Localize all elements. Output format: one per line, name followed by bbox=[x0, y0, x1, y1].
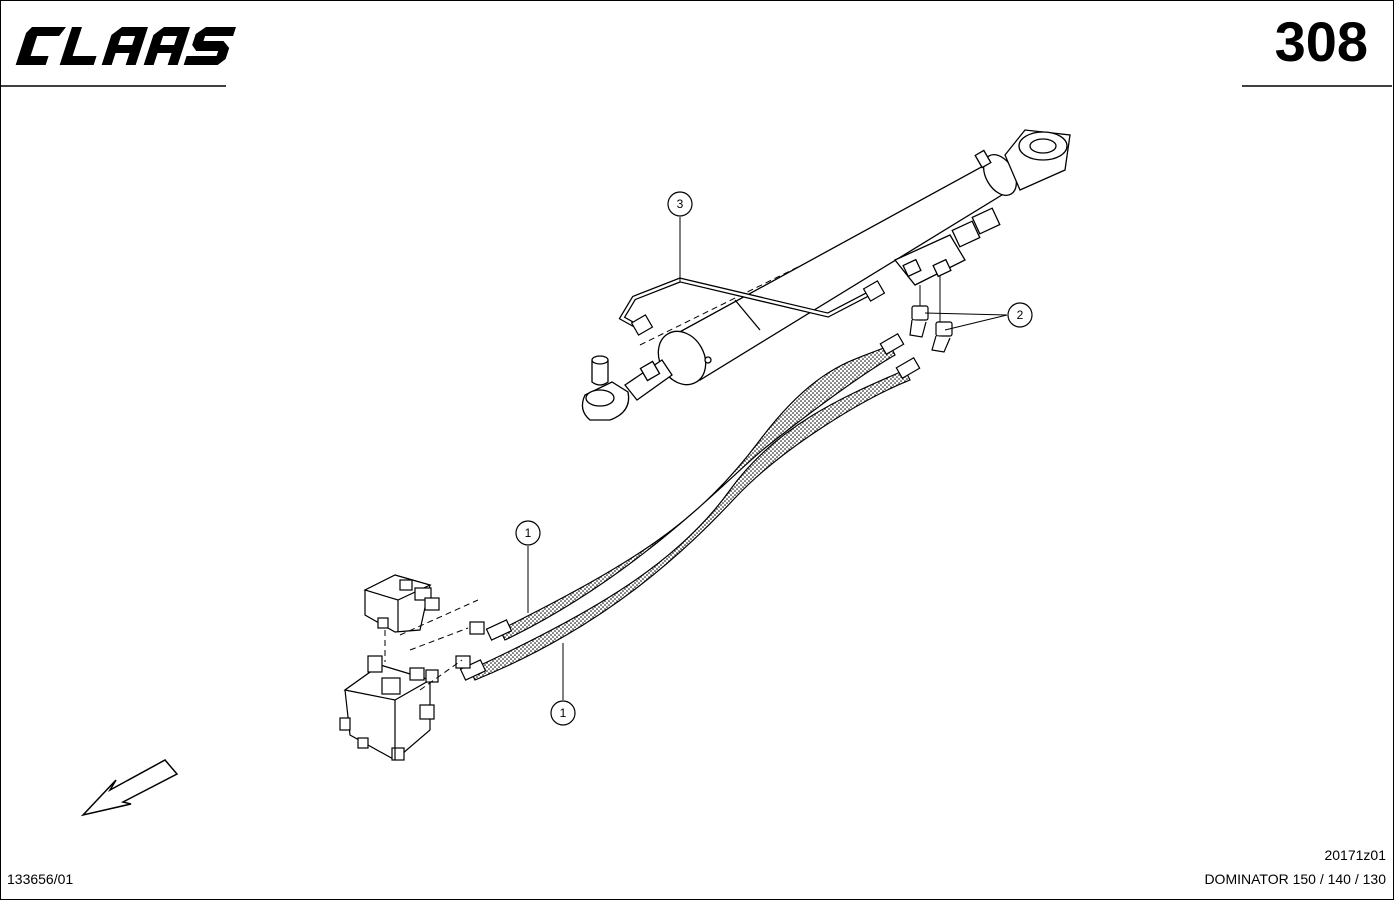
control-valve-block bbox=[339, 574, 440, 761]
callout-1-lower-label: 1 bbox=[560, 706, 567, 720]
elbow-fittings bbox=[909, 305, 953, 353]
callout-1-upper: 1 bbox=[515, 520, 541, 546]
callout-3-label: 3 bbox=[677, 197, 684, 211]
callout-3: 3 bbox=[667, 191, 693, 217]
hydraulic-cylinder bbox=[581, 129, 1071, 421]
assembly-lines bbox=[384, 599, 479, 691]
callout-2-label: 2 bbox=[1017, 308, 1024, 322]
document-number: 133656/01 bbox=[7, 871, 74, 887]
steel-pipe bbox=[618, 277, 886, 336]
claas-logo bbox=[15, 27, 236, 65]
direction-arrow-icon bbox=[80, 759, 179, 817]
drawing-code: 20171z01 bbox=[1324, 847, 1386, 863]
model-label: DOMINATOR 150 / 140 / 130 bbox=[1204, 871, 1386, 887]
page-number: 308 bbox=[1274, 10, 1368, 73]
callout-leaders bbox=[527, 217, 1008, 700]
hydraulic-hoses bbox=[455, 332, 921, 681]
callout-1-lower: 1 bbox=[550, 700, 576, 726]
callout-1-upper-label: 1 bbox=[525, 526, 532, 540]
callout-2: 2 bbox=[1007, 302, 1033, 328]
